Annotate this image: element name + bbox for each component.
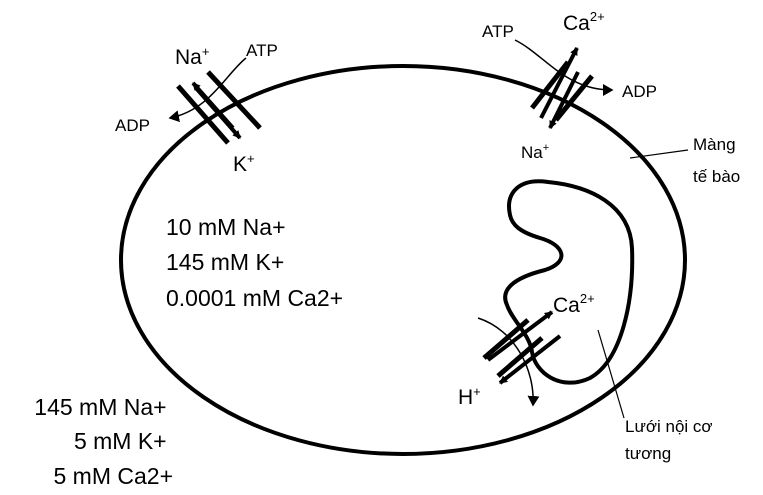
na-label-right: Na+ [521, 142, 549, 162]
adp-label-left: ADP [115, 116, 150, 135]
extracellular-concentrations: 145 mM Na+ 5 mM K+ 5 mM Ca2+ [34, 394, 173, 489]
sarcoplasmic-reticulum [503, 179, 635, 385]
atp-label-right: ATP [482, 22, 514, 41]
er-pointer [597, 329, 625, 419]
k-label: K+ [233, 151, 255, 176]
pump-bar-left-2 [206, 70, 262, 130]
ca-label-er: Ca2+ [553, 291, 595, 317]
atp-label-left: ATP [246, 41, 278, 60]
h-out-arrow [498, 334, 562, 385]
pump-bar-left-1 [176, 84, 230, 145]
atp-adp-curve-left [168, 57, 247, 123]
ca-out-arrow [539, 47, 579, 119]
na-label-left: Na+ [175, 44, 209, 69]
adp-label-right: ADP [622, 82, 657, 101]
k-in-arrow [194, 86, 242, 140]
ca-label-right: Ca2+ [563, 9, 605, 35]
cell-membrane [119, 64, 687, 456]
er-bar-1 [482, 318, 530, 360]
er-label: Lưới nội cơ tương [625, 417, 717, 463]
er-ca-h-pump [477, 310, 562, 407]
atp-adp-curve-right [514, 39, 614, 96]
er-bar-2 [496, 336, 544, 378]
na-k-pump [168, 57, 262, 145]
ca-in-er-arrow [486, 310, 554, 362]
er-curve [477, 317, 540, 407]
membrane-label: Màng tế bào [693, 135, 740, 186]
pump-bar-right-2 [554, 74, 594, 122]
h-label: H+ [458, 384, 481, 409]
ca-na-exchanger [514, 39, 614, 129]
intracellular-concentrations: 10 mM Na+ 145 mM K+ 0.0001 mM Ca2+ [166, 214, 343, 311]
pump-bar-right-1 [530, 60, 570, 110]
membrane-pointer [629, 149, 689, 159]
